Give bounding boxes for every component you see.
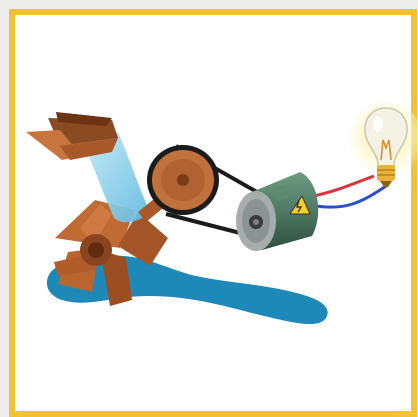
yellow-border [12,12,414,414]
pulley [147,145,219,215]
